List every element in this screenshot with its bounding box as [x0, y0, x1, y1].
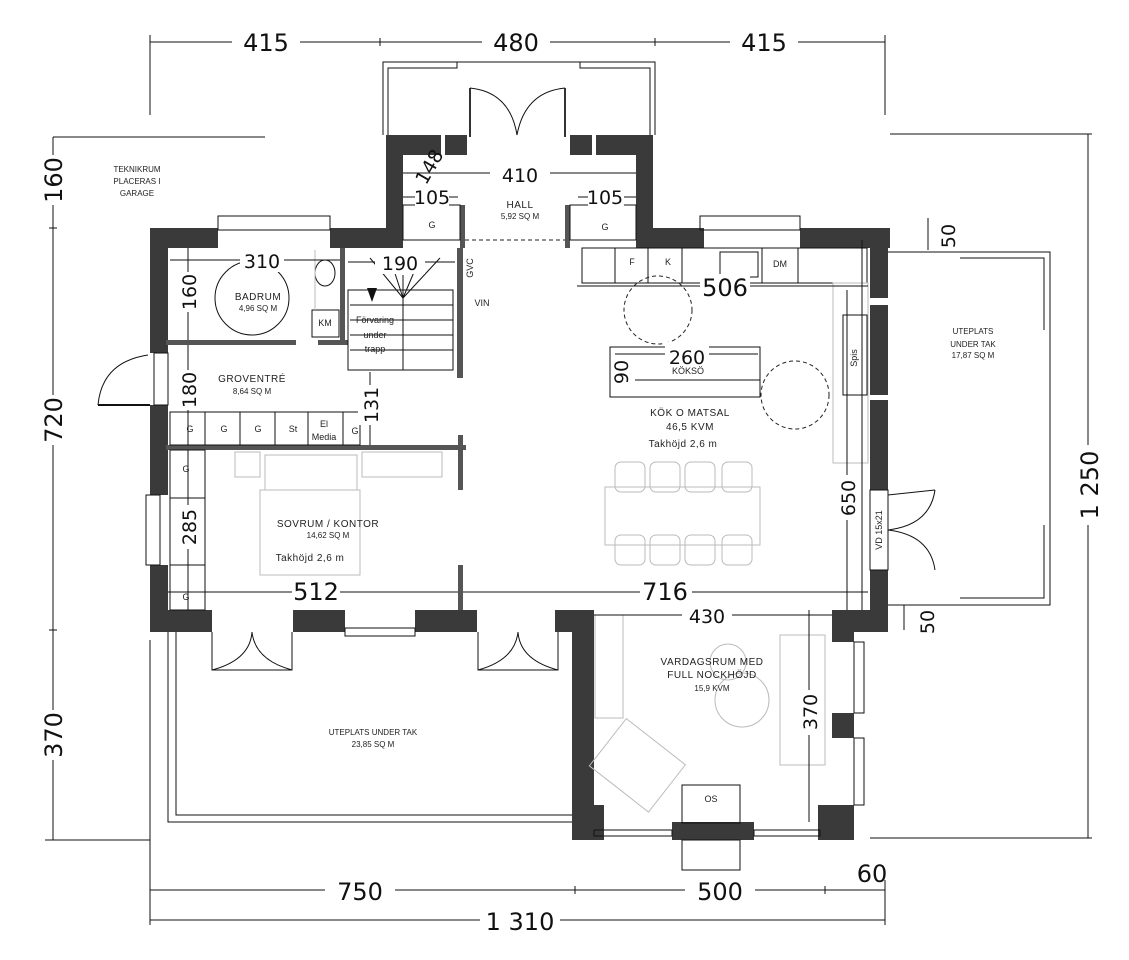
room-uteplats-east-area: 17,87 SQ M	[952, 351, 995, 360]
label-vin: VIN	[474, 298, 489, 308]
dim-bedroom-width: 512	[293, 578, 339, 606]
dim-left-middle: 720	[40, 397, 68, 443]
label-spis: Spis	[849, 349, 859, 367]
room-vardagsrum-name-1: VARDAGSRUM MED	[661, 657, 764, 668]
label-media: Media	[312, 432, 337, 442]
interior-walls	[166, 205, 570, 610]
room-sovrum-name: SOVRUM / KONTOR	[277, 519, 379, 530]
svg-text:TEKNIKRUM: TEKNIKRUM	[113, 165, 160, 174]
dim-right-total: 1 250	[1076, 451, 1104, 520]
front-porch	[382, 61, 656, 137]
east-patio-outline	[887, 251, 1051, 606]
room-vardagsrum-area: 15,9 KVM	[694, 684, 729, 693]
room-badrum-name: BADRUM	[235, 292, 281, 303]
room-kok-ceiling: Takhöjd 2,6 m	[649, 439, 718, 450]
dim-bottom-middle: 500	[697, 878, 743, 906]
dim-top-middle: 480	[493, 29, 539, 57]
dim-left-bottom: 370	[40, 712, 68, 758]
room-kok-name: KÖK O MATSAL	[650, 407, 730, 419]
label-kokso: KÖKSÖ	[672, 366, 704, 376]
groventre-closets	[169, 372, 371, 446]
interior-dimensions: 410 148 105 105 310 160 190 180 131 285 …	[168, 146, 868, 822]
dim-island-length: 260	[669, 347, 705, 369]
dim-island-depth: 90	[611, 360, 633, 384]
exterior-walls	[150, 135, 890, 840]
room-uteplats-east-name-1: UTEPLATS	[953, 327, 994, 336]
dim-livingroom-width: 430	[689, 606, 725, 628]
dim-kitchen-width: 506	[702, 274, 748, 302]
svg-text:G: G	[186, 424, 193, 434]
label-km: KM	[318, 318, 332, 328]
dim-bath-width: 310	[244, 251, 280, 273]
label-dm: DM	[773, 259, 787, 269]
dim-dining-depth: 650	[838, 480, 860, 516]
room-uteplats-south-name: UTEPLATS UNDER TAK	[329, 728, 418, 737]
svg-text:GARAGE: GARAGE	[120, 189, 154, 198]
svg-text:G: G	[220, 424, 227, 434]
svg-text:G: G	[182, 592, 189, 602]
dining-table	[604, 461, 761, 566]
label-forvaring-3: trapp	[365, 344, 386, 354]
label-el: El	[320, 419, 328, 429]
room-sovrum-area: 14,62 SQ M	[307, 531, 350, 540]
kitchen-cabinets	[581, 240, 869, 610]
living-room-furniture	[588, 614, 826, 871]
dim-right-offset-top: 50	[938, 224, 960, 248]
room-groventre-name: GROVENTRÉ	[218, 372, 286, 385]
dim-bottom-total: 1 310	[486, 908, 555, 936]
side-entrance-door	[97, 354, 150, 406]
svg-text:G: G	[254, 424, 261, 434]
dim-left-top: 160	[40, 157, 68, 203]
left-dimension-line: 160 720 370	[40, 136, 265, 841]
windows	[145, 215, 889, 837]
room-vardagsrum-name-2: FULL NOCKHÖJD	[667, 669, 756, 681]
teknikrum-note: TEKNIKRUM PLACERAS I GARAGE	[113, 165, 160, 198]
dim-closet-depth: 131	[361, 387, 383, 423]
room-hall-area: 5,92 SQ M	[501, 212, 540, 221]
svg-text:PLACERAS I: PLACERAS I	[113, 177, 160, 186]
label-gvc: GVC	[465, 258, 475, 278]
svg-text:G: G	[601, 222, 608, 232]
dim-bottom-right: 60	[857, 860, 888, 888]
dim-stair-width: 190	[382, 253, 418, 275]
fixture-labels: G G KM Förvaring under trapp G G G St El…	[182, 220, 884, 804]
dim-hall-width: 410	[502, 165, 538, 187]
svg-text:G: G	[182, 464, 189, 474]
room-groventre-area: 8,64 SQ M	[233, 387, 272, 396]
label-st: St	[289, 424, 298, 434]
room-sovrum-ceiling: Takhöjd 2,6 m	[276, 553, 345, 564]
room-labels: HALL 5,92 SQ M BADRUM 4,96 SQ M GROVENTR…	[218, 200, 996, 749]
label-os: OS	[704, 794, 717, 804]
label-k: K	[665, 257, 671, 267]
bottom-dimension-line: 750 500 60 1 310	[149, 640, 888, 936]
room-uteplats-south-area: 23,85 SQ M	[352, 740, 395, 749]
room-hall-name: HALL	[506, 200, 533, 211]
dim-groventre-depth: 180	[179, 372, 201, 408]
label-forvaring-2: under	[363, 330, 386, 340]
right-dimension-line: 1 250 50 50	[870, 133, 1104, 839]
room-kok-area: 46,5 KVM	[666, 422, 714, 433]
top-dimension-line: 415 480 415	[149, 28, 886, 115]
dim-top-right: 415	[741, 29, 787, 57]
dim-living-total-width: 716	[642, 578, 688, 606]
staircase	[347, 257, 454, 371]
svg-text:G: G	[428, 220, 435, 230]
dim-right-offset-bottom: 50	[917, 610, 939, 634]
dim-livingroom-depth: 370	[800, 694, 822, 730]
label-vd: VD 15x21	[874, 510, 884, 550]
dim-bedroom-depth: 285	[179, 509, 201, 545]
label-forvaring-1: Förvaring	[356, 315, 394, 325]
room-badrum-area: 4,96 SQ M	[239, 304, 278, 313]
room-uteplats-east-name-2: UNDER TAK	[950, 340, 996, 349]
south-patio-outline	[167, 631, 572, 823]
svg-text:G: G	[351, 426, 358, 436]
dim-hall-side-left: 105	[414, 187, 450, 209]
dim-bottom-left: 750	[337, 878, 383, 906]
dim-hall-side-right: 105	[587, 187, 623, 209]
dim-top-left: 415	[243, 29, 289, 57]
dim-bath-depth: 160	[179, 274, 201, 310]
label-f: F	[629, 257, 635, 267]
